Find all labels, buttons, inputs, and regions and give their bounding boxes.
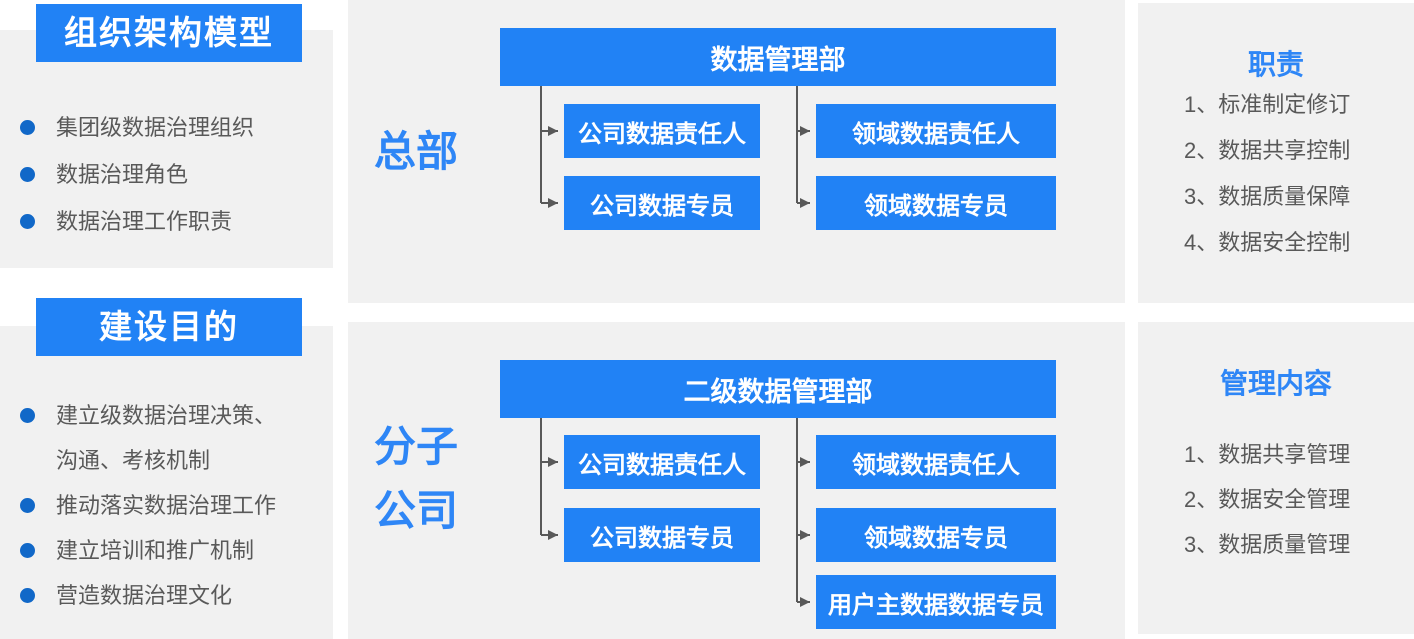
subsidiary-root-box: 二级数据管理部 (500, 360, 1056, 418)
list-item-text: 数据治理角色 (56, 162, 189, 187)
duties-list: 1、标准制定修订 2、数据共享控制 3、数据质量保障 4、数据安全控制 (1138, 82, 1350, 266)
bullet-dot-icon (20, 543, 35, 558)
panel-duties: 职责 1、标准制定修订 2、数据共享控制 3、数据质量保障 4、数据安全控制 (1138, 3, 1414, 303)
list-item: 推动落实数据治理工作 (20, 483, 284, 528)
panel-management-content: 管理内容 1、数据共享管理 2、数据安全管理 3、数据质量管理 (1138, 322, 1414, 634)
hq-label: 总部 (374, 128, 459, 175)
list-item-text: 数据治理工作职责 (56, 209, 233, 234)
subsidiary-child-box: 领域数据责任人 (816, 435, 1056, 489)
subsidiary-child-box: 公司数据责任人 (564, 435, 760, 489)
subsidiary-child-box: 用户主数据数据专员 (816, 575, 1056, 629)
list-item: 数据治理角色 (20, 151, 254, 198)
list-item: 1、标准制定修订 (1184, 92, 1351, 117)
org-model-list: 集团级数据治理组织 数据治理角色 数据治理工作职责 (20, 104, 254, 245)
bullet-dot-icon (20, 498, 35, 513)
subsidiary-child-box: 公司数据专员 (564, 508, 760, 562)
bullet-dot-icon (20, 167, 35, 182)
bullet-dot-icon (20, 588, 35, 603)
list-item: 2、数据共享控制 (1184, 138, 1351, 163)
list-item-text: 建立培训和推广机制 (56, 538, 255, 563)
list-item: 集团级数据治理组织 (20, 104, 254, 151)
list-item: 3、数据质量保障 (1184, 184, 1351, 209)
management-title: 管理内容 (1219, 368, 1332, 399)
panel-org-model (0, 30, 333, 268)
management-list: 1、数据共享管理 2、数据安全管理 3、数据质量管理 (1138, 432, 1350, 567)
hq-child-box: 领域数据专员 (816, 176, 1056, 230)
list-item: 1、数据共享管理 (1184, 442, 1351, 467)
list-item-text: 营造数据治理文化 (56, 583, 233, 608)
list-item: 3、数据质量管理 (1184, 532, 1351, 557)
panel-subsidiary-orgchart: 分子 公司 二级数据管理部 公司数据责任人 公司数据专员 领域数据责任人 领域数… (348, 322, 1125, 639)
bullet-dot-icon (20, 214, 35, 229)
list-item: 2、数据安全管理 (1184, 487, 1351, 512)
list-item: 4、数据安全控制 (1184, 230, 1351, 255)
subsidiary-child-box: 领域数据专员 (816, 508, 1056, 562)
list-item-text: 集团级数据治理组织 (56, 115, 255, 140)
list-item-text: 建立级数据治理决策、沟通、考核机制 (56, 403, 277, 473)
purpose-title: 建设目的 (36, 298, 302, 356)
list-item-text: 推动落实数据治理工作 (56, 493, 277, 518)
bullet-dot-icon (20, 408, 35, 423)
org-model-title: 组织架构模型 (36, 4, 302, 62)
list-item: 数据治理工作职责 (20, 198, 254, 245)
hq-child-box: 公司数据责任人 (564, 104, 760, 158)
list-item: 建立培训和推广机制 (20, 528, 284, 573)
bullet-dot-icon (20, 120, 35, 135)
list-item: 建立级数据治理决策、沟通、考核机制 (20, 393, 284, 483)
subsidiary-label: 分子 公司 (374, 423, 459, 534)
hq-connector-arrows (540, 86, 810, 208)
panel-hq-orgchart: 总部 数据管理部 公司数据责任人 公司数据专员 领域数据责任人 领域数据专员 (348, 0, 1125, 303)
list-item: 营造数据治理文化 (20, 573, 284, 618)
hq-root-box: 数据管理部 (500, 28, 1056, 86)
hq-child-box: 领域数据责任人 (816, 104, 1056, 158)
panel-purpose (0, 326, 333, 639)
duties-title: 职责 (1247, 49, 1304, 80)
purpose-list: 建立级数据治理决策、沟通、考核机制 推动落实数据治理工作 建立培训和推广机制 营… (20, 393, 284, 618)
hq-child-box: 公司数据专员 (564, 176, 760, 230)
subsidiary-connector-arrows (540, 417, 810, 607)
